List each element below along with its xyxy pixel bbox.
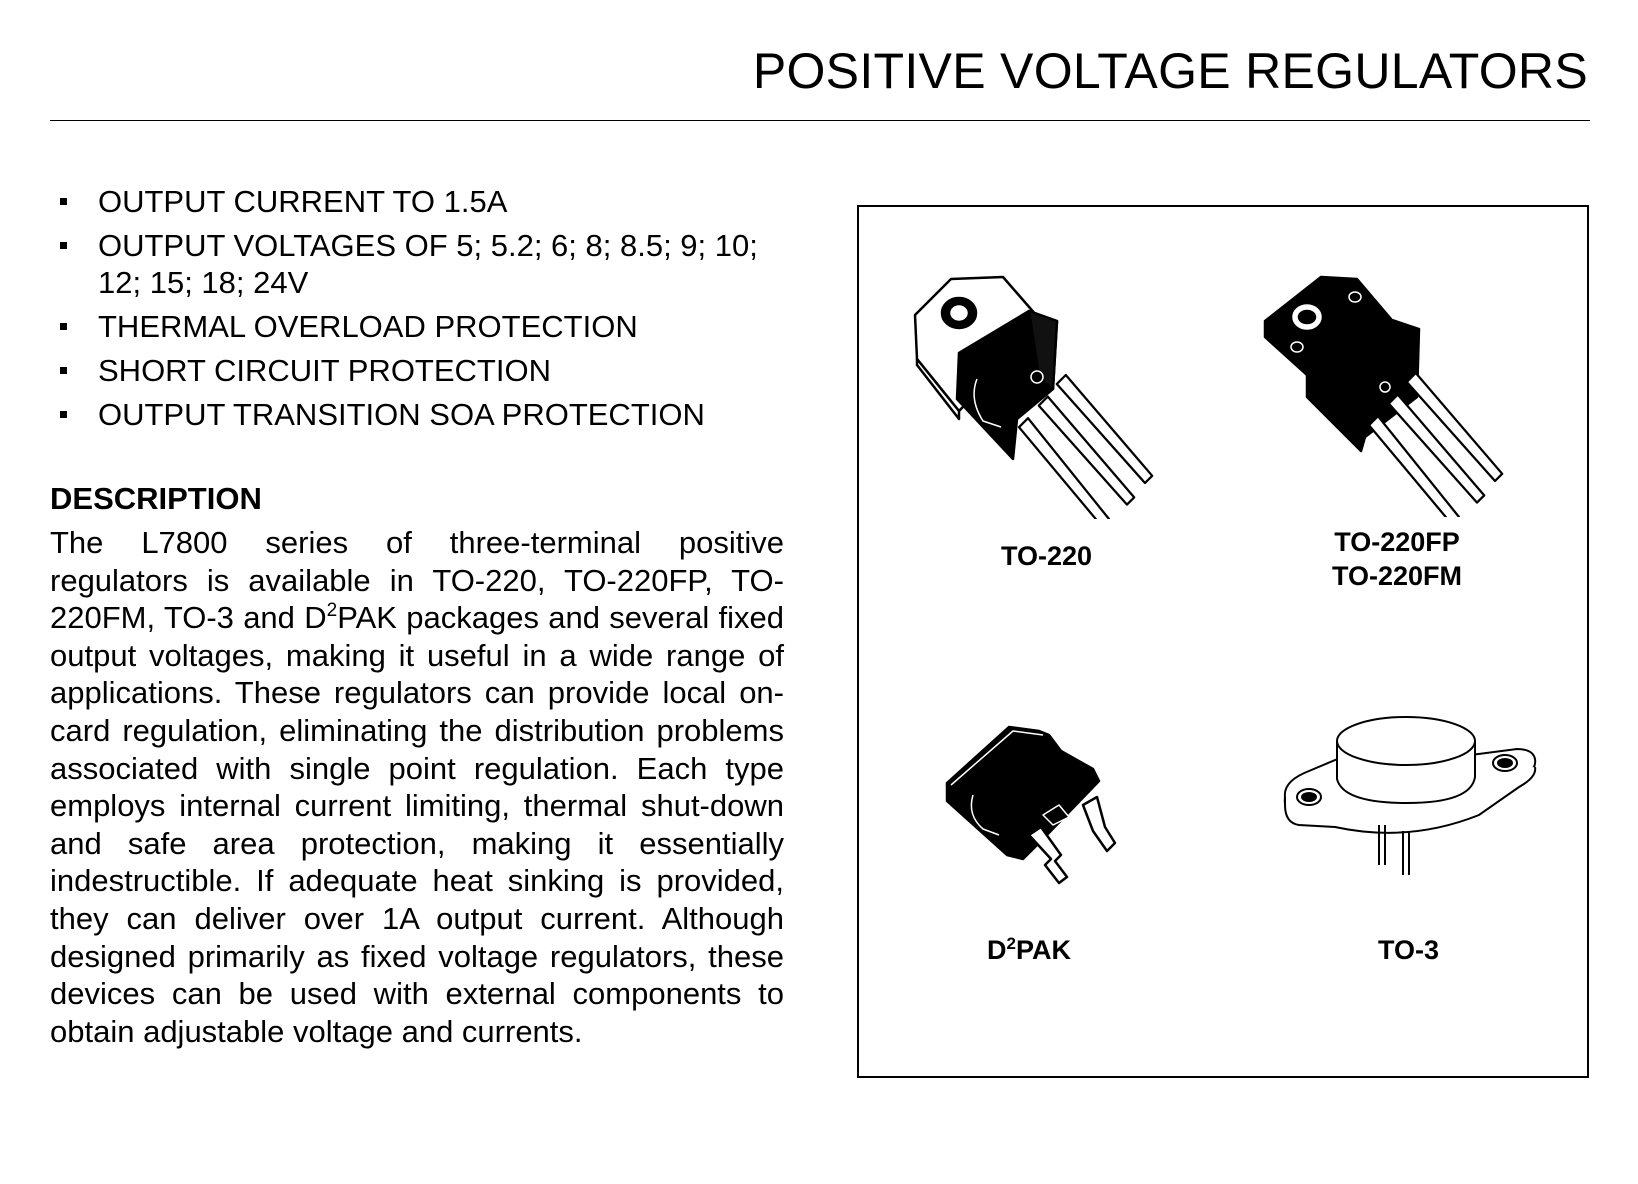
d2pak-label: D2PAK [987,934,1071,965]
page-title: POSITIVE VOLTAGE REGULATORS [752,43,1588,99]
description-heading: DESCRIPTION [50,481,262,516]
title-divider [50,120,1590,121]
to220fm-label-line: TO-220FM [1332,561,1463,591]
to220fp-label-line: TO-220FP [1334,527,1460,557]
to3-label: TO-3 [1378,935,1440,965]
d2pak-package-image [945,725,1117,885]
feature-item: SHORT CIRCUIT PROTECTION [50,352,790,389]
feature-item: OUTPUT TRANSITION SOA PROTECTION [50,396,790,433]
bullet-icon [60,323,67,330]
feature-item: THERMAL OVERLOAD PROTECTION [50,308,790,345]
description-text: The L7800 series of three-terminal posit… [50,525,784,1049]
feature-item: OUTPUT VOLTAGES OF 5; 5.2; 6; 8; 8.5; 9;… [50,227,790,301]
feature-list: OUTPUT CURRENT TO 1.5A OUTPUT VOLTAGES O… [50,183,790,440]
package-illustrations-frame: TO-220 TO-220FP TO-220FM D2PAK [857,205,1589,1078]
bullet-icon [60,367,67,374]
bullet-icon [60,242,67,249]
to220-label: TO-220 [1001,541,1093,571]
to220fp-package-image [1263,275,1504,517]
bullet-icon [60,411,67,418]
to220fp-label: TO-220FP TO-220FM [1332,525,1462,593]
feature-item: OUTPUT CURRENT TO 1.5A [50,183,790,220]
bullet-icon [60,198,67,205]
to220-package-image [913,275,1154,519]
to3-package-image [1283,716,1537,875]
